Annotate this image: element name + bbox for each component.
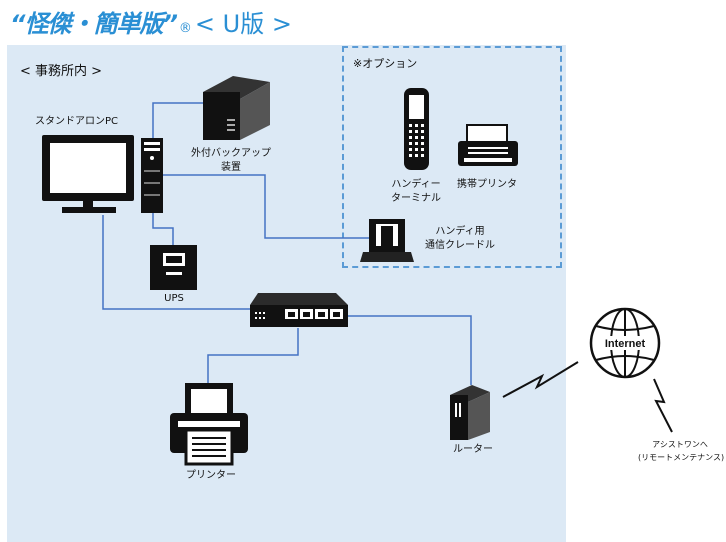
cable-hub-router xyxy=(348,315,472,385)
backup-device-icon xyxy=(203,76,270,140)
cable-pc-ups xyxy=(152,213,174,245)
printer-icon xyxy=(170,383,248,466)
mobile-printer-icon xyxy=(458,124,518,166)
router-icon xyxy=(450,385,490,440)
internet-label: Internet xyxy=(605,338,646,350)
handy-terminal-icon xyxy=(404,88,429,170)
pc-label: スタンドアロンPC xyxy=(35,116,119,127)
cradle-icon xyxy=(360,219,414,262)
remote-label: アシストワンへ (リモートメンテナンス) xyxy=(638,440,725,462)
network-hub-icon xyxy=(250,293,348,327)
page-title: “怪傑・簡単版”®< U版 > xyxy=(10,4,292,38)
lightning-internet-remote-icon xyxy=(653,378,673,433)
cable-hub-printer xyxy=(207,328,299,383)
option-label: ※オプション xyxy=(353,57,418,70)
printer-label: プリンター xyxy=(186,470,236,481)
monitor-icon xyxy=(42,135,134,213)
cable-pc-backup xyxy=(152,102,203,138)
cable-pc-cradle xyxy=(163,174,372,239)
internet-globe-icon: Internet xyxy=(589,307,661,379)
lightning-router-internet-icon xyxy=(502,361,579,398)
office-label: < 事務所内 > xyxy=(20,64,103,79)
ups-icon xyxy=(150,245,197,290)
backup-label: 外付バックアップ 装置 xyxy=(191,148,271,173)
option-area xyxy=(342,46,562,268)
title-main: “怪傑・簡単版” xyxy=(10,10,178,38)
router-label: ルーター xyxy=(453,444,493,455)
pc-tower-icon xyxy=(141,138,163,213)
handy-terminal-label: ハンディー ターミナル xyxy=(391,179,441,204)
cable-monitor-hub xyxy=(102,215,250,310)
mobile-printer-label: 携帯プリンタ xyxy=(457,179,517,190)
title-version: < U版 > xyxy=(194,10,292,38)
ups-label: UPS xyxy=(164,293,184,304)
cables xyxy=(102,102,472,385)
cradle-label: ハンディ用 通信クレードル xyxy=(425,226,495,251)
registered-mark: ® xyxy=(178,21,192,36)
